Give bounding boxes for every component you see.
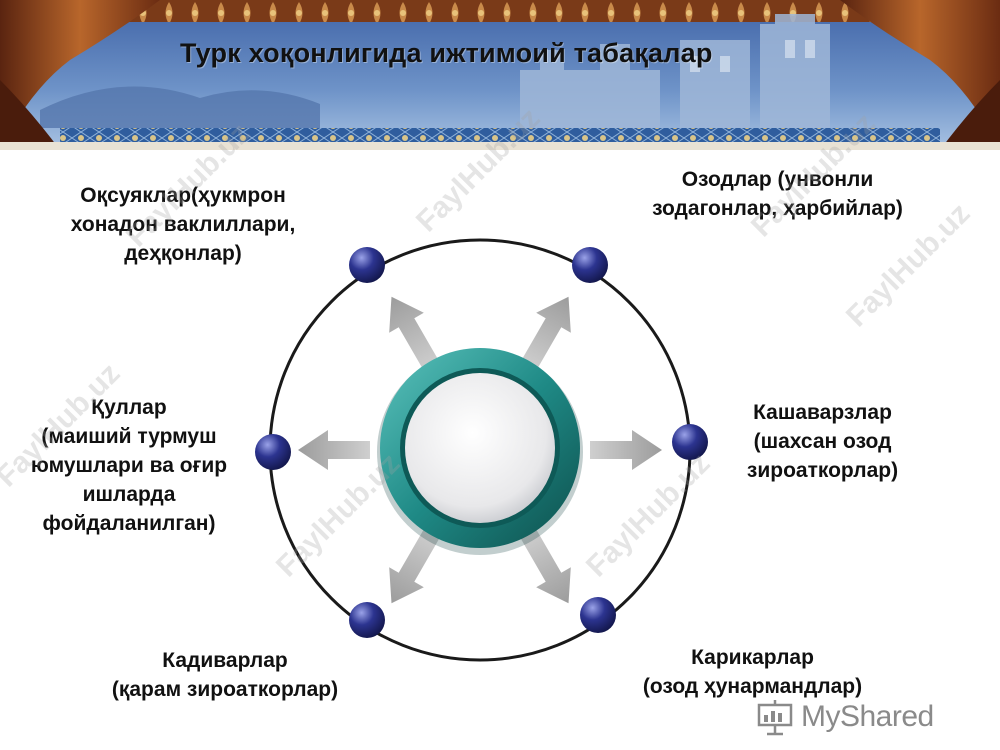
arrows — [298, 296, 662, 604]
label-line: Озодлар (унвонли — [681, 168, 874, 191]
label-line: (шахсан озод — [753, 430, 892, 453]
node-right — [672, 424, 708, 460]
label-line: юмушлари ва оғир — [30, 454, 228, 477]
label-left: Қуллар (маиший турмуш юмушлари ва оғир и… — [0, 393, 258, 538]
arrow-left — [298, 430, 370, 470]
myshared-logo: MyShared — [755, 692, 934, 742]
label-line: Оқсуяклар(ҳукмрон — [80, 184, 286, 207]
label-line: Карикарлар — [691, 646, 814, 669]
arrow-top-right — [519, 296, 571, 373]
node-top-right — [572, 247, 608, 283]
node-left — [255, 434, 291, 470]
logo-text: MyShared — [801, 700, 934, 733]
label-line: фойдаланилган) — [42, 512, 216, 535]
label-line: (маиший турмуш — [41, 425, 217, 448]
banner-graphic — [0, 0, 1000, 150]
label-line: (қарам зироаткорлар) — [111, 678, 339, 701]
label-line: ишларда — [82, 483, 176, 506]
header-banner — [0, 0, 1000, 150]
node-top-left — [349, 247, 385, 283]
label-line: зироаткорлар) — [746, 459, 899, 482]
node-bottom-left — [349, 602, 385, 638]
slide-title: Турк хоқонлигида ижтимоий табақалар — [180, 38, 713, 68]
arrow-bottom-left — [389, 527, 441, 604]
nodes — [255, 247, 708, 638]
label-top-right: Озодлар (унвонли зодагонлар, ҳарбийлар) — [600, 165, 955, 223]
arrow-bottom-right — [519, 527, 571, 604]
label-line: хонадон вaклиллари, — [70, 213, 296, 236]
label-line: Қуллар — [91, 396, 167, 419]
label-line: (озод ҳунармандлар) — [642, 675, 863, 698]
label-line: деҳқонлар) — [124, 242, 242, 265]
label-top-left: Оқсуяклар(ҳукмрон хонадон вaклиллари, де… — [18, 181, 348, 268]
label-line: Кашаварзлар — [753, 401, 892, 424]
label-line: зодагонлар, ҳарбийлар) — [652, 197, 903, 220]
label-right: Кашаварзлар (шахсан озод зироаткорлар) — [715, 398, 930, 485]
presentation-board-icon — [757, 700, 793, 736]
arrow-right — [590, 430, 662, 470]
label-line: Кадиварлар — [162, 649, 288, 672]
label-bottom-right: Карикарлар (озод ҳунармандлар) — [600, 643, 905, 701]
node-bottom-right — [580, 597, 616, 633]
label-bottom-left: Кадиварлар (қарам зироаткорлар) — [60, 646, 390, 704]
arrow-top-left — [389, 296, 441, 373]
center-hub — [377, 348, 583, 555]
